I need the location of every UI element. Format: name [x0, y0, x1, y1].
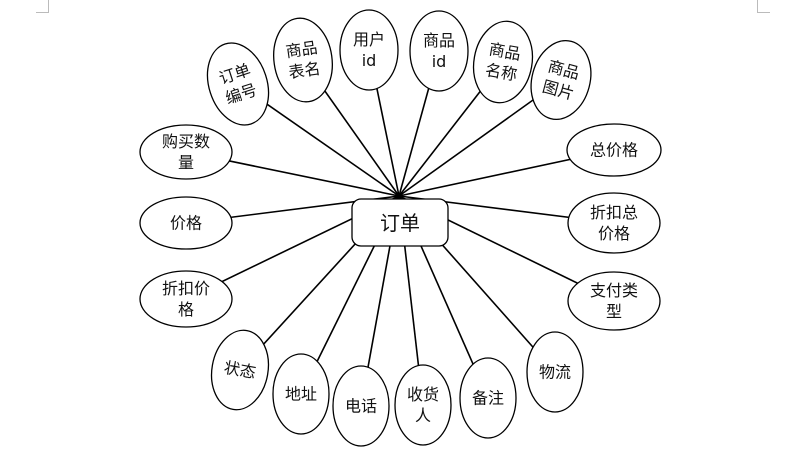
attribute-label-total-price-0: 总价格 [590, 141, 638, 160]
attribute-ellipse-discount-total [567, 192, 661, 254]
attribute-ellipse-phone [332, 365, 390, 447]
attribute-ellipse-payment-type [567, 271, 661, 331]
attribute-user-id: 用户 id [339, 9, 399, 91]
attribute-label-payment-type-1: 型 [606, 302, 622, 321]
attribute-product-id: 商品 id [409, 10, 469, 92]
attribute-ellipse-order-no [206, 42, 270, 126]
attribute-label-discount-price-1: 格 [178, 300, 194, 319]
attribute-ellipse-receiver [394, 364, 452, 446]
attribute-ellipse-total-price [566, 123, 662, 177]
attribute-label-discount-total-1: 价格 [598, 224, 630, 243]
attribute-label-user-id-1: id [362, 51, 377, 70]
attribute-label-product-id-1: id [432, 52, 447, 71]
attribute-ellipse-address [272, 353, 330, 435]
attribute-label-product-table-1: 表名 [287, 59, 321, 82]
attribute-label-purchase-qty-1: 量 [178, 153, 194, 172]
attribute-ellipse-product-table [273, 17, 333, 103]
attribute-label-logistics-0: 物流 [539, 363, 571, 382]
page-corner-mark-left [36, 0, 49, 13]
entity-node: 订单 [351, 198, 449, 247]
attribute-status: 状态 [210, 329, 270, 411]
attribute-receiver: 收货人 [394, 364, 452, 446]
attribute-logistics: 物流 [526, 331, 584, 413]
attribute-label-receiver-1: 人 [415, 406, 431, 425]
entity-box [351, 198, 449, 247]
attribute-ellipse-price [139, 196, 233, 250]
attribute-label-discount-total-0: 折扣总 [590, 203, 638, 222]
attribute-label-user-id-0: 用户 [353, 30, 385, 49]
attribute-label-remark-0: 备注 [472, 389, 504, 408]
attribute-label-address-0: 地址 [285, 385, 317, 404]
attribute-remark: 备注 [459, 357, 517, 439]
attribute-ellipse-discount-price [139, 270, 233, 328]
attribute-ellipse-purchase-qty [139, 124, 233, 180]
attribute-label-receiver-0: 收货 [407, 385, 439, 404]
attribute-ellipse-logistics [526, 331, 584, 413]
attribute-ellipse-product-name [472, 20, 534, 104]
attribute-ellipse-user-id [339, 9, 399, 91]
entity-order: 订单 [351, 198, 449, 247]
entity-label: 订单 [380, 211, 420, 235]
attribute-phone: 电话 [332, 365, 390, 447]
attribute-ellipse-product-image [530, 39, 592, 121]
attribute-label-payment-type-0: 支付类 [590, 281, 638, 300]
attribute-label-discount-price-0: 折扣价 [162, 279, 210, 298]
attribute-label-product-id-0: 商品 [423, 31, 455, 50]
page-corner-mark-right [757, 0, 770, 13]
attribute-price: 价格 [139, 196, 233, 250]
attribute-ellipse-remark [459, 357, 517, 439]
attribute-ellipse-status [210, 329, 270, 411]
attribute-total-price: 总价格 [566, 123, 662, 177]
attribute-label-product-table-0: 商品 [284, 38, 318, 61]
attribute-ellipse-product-id [409, 10, 469, 92]
attribute-address: 地址 [272, 353, 330, 435]
attribute-label-phone-0: 电话 [345, 397, 377, 416]
attribute-label-price-0: 价格 [170, 214, 202, 233]
attribute-label-purchase-qty-0: 购买数 [162, 132, 210, 151]
